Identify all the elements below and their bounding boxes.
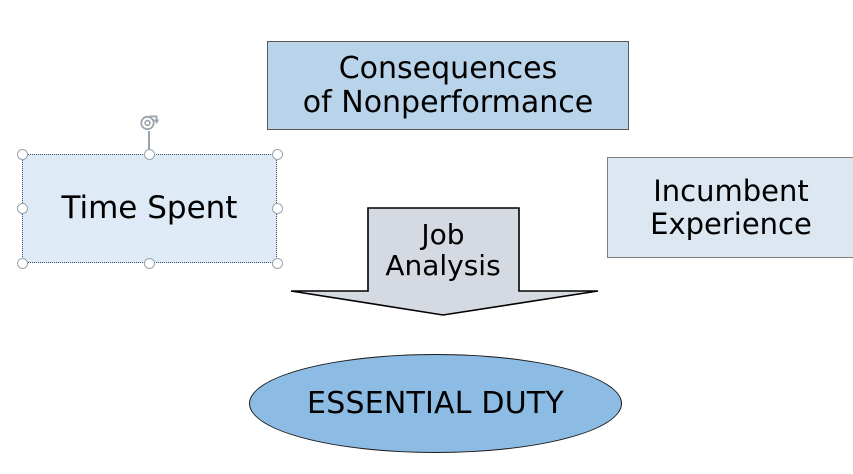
rotate-handle-icon[interactable]	[138, 112, 160, 134]
selection-handle-top-right[interactable]	[272, 149, 283, 160]
selection-handle-middle-right[interactable]	[272, 203, 283, 214]
shape-incumbent-experience[interactable]	[607, 157, 853, 258]
selection-handle-top-left[interactable]	[17, 149, 28, 160]
selection-handle-top-center[interactable]	[144, 149, 155, 160]
selection-handle-middle-left[interactable]	[17, 203, 28, 214]
shape-consequences-of-nonperformance[interactable]	[267, 41, 629, 130]
rotate-handle-stem	[148, 131, 150, 155]
shape-essential-duty[interactable]	[249, 354, 622, 453]
shape-job-analysis-arrow[interactable]	[288, 204, 602, 319]
selection-handle-bottom-left[interactable]	[17, 258, 28, 269]
shape-time-spent[interactable]	[22, 154, 277, 263]
selection-handle-bottom-right[interactable]	[272, 258, 283, 269]
selection-handle-bottom-center[interactable]	[144, 258, 155, 269]
